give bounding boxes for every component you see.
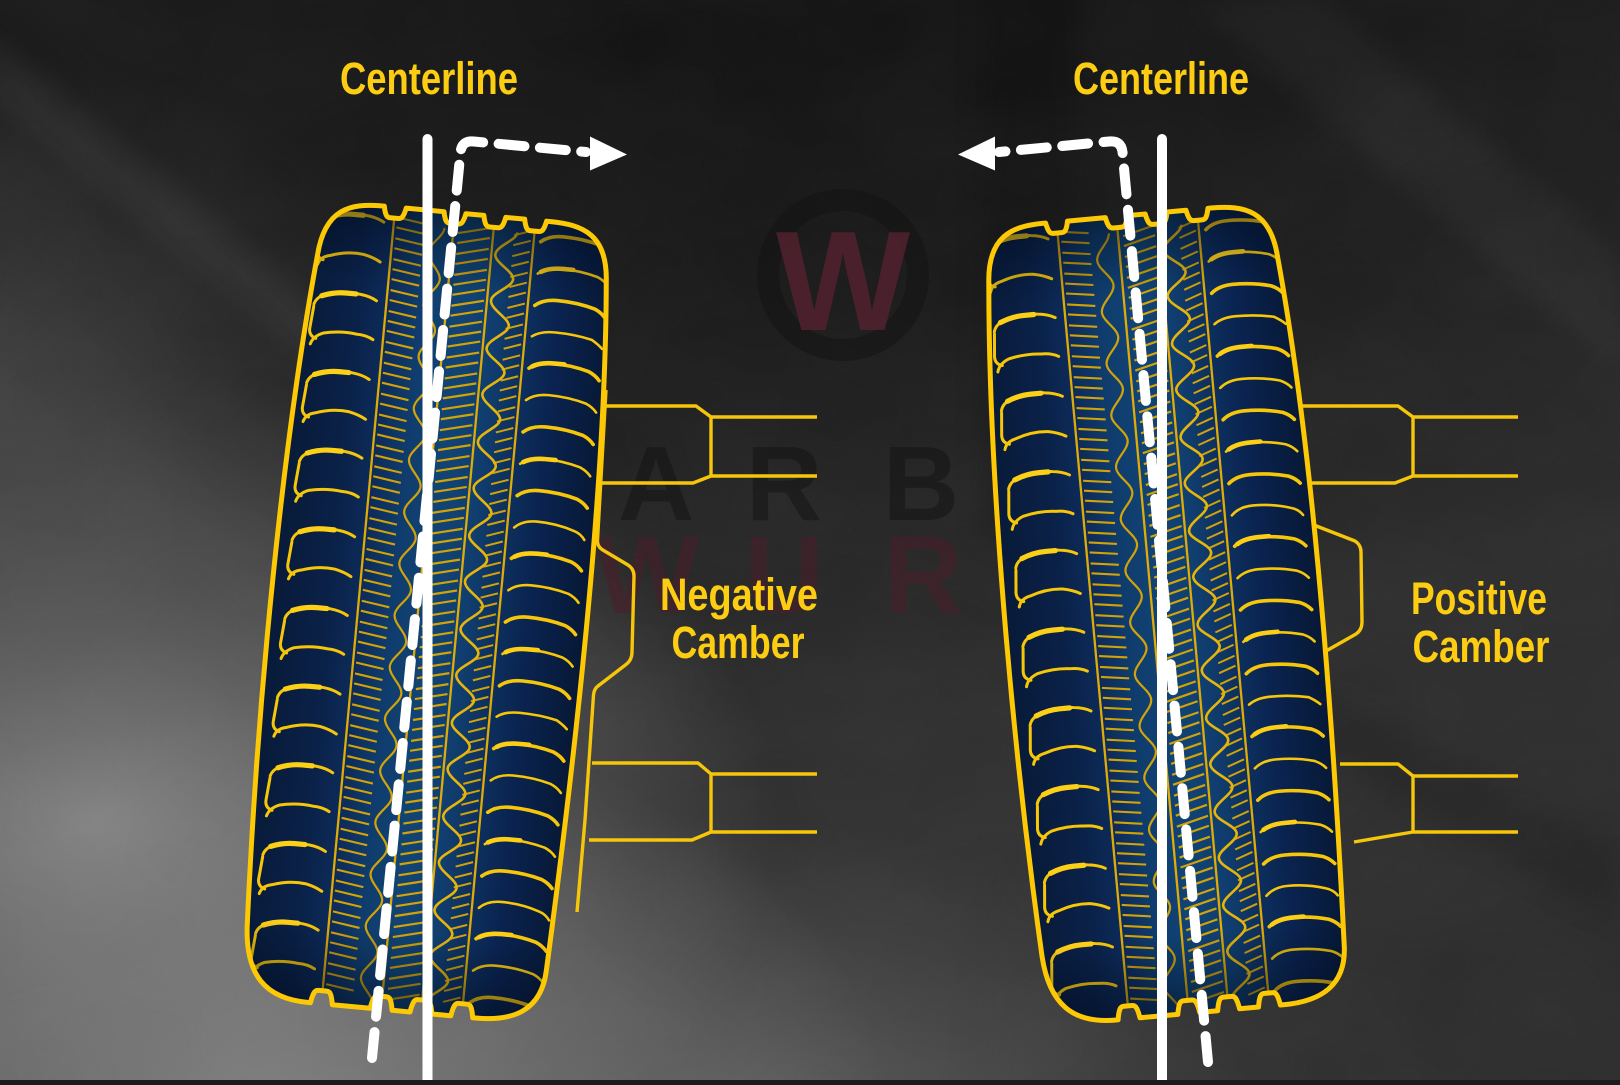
svg-text:Negative: Negative: [660, 569, 818, 620]
svg-text:R: R: [883, 514, 962, 637]
svg-text:Camber: Camber: [672, 617, 805, 668]
svg-text:R: R: [746, 425, 823, 543]
svg-text:Centerline: Centerline: [1073, 53, 1249, 104]
svg-text:U: U: [744, 514, 823, 637]
svg-text:Centerline: Centerline: [340, 53, 518, 104]
svg-text:Camber: Camber: [1413, 621, 1550, 672]
svg-text:W: W: [595, 514, 699, 637]
svg-text:W: W: [776, 202, 910, 361]
svg-text:Positive: Positive: [1411, 573, 1547, 624]
svg-text:B: B: [883, 425, 960, 543]
